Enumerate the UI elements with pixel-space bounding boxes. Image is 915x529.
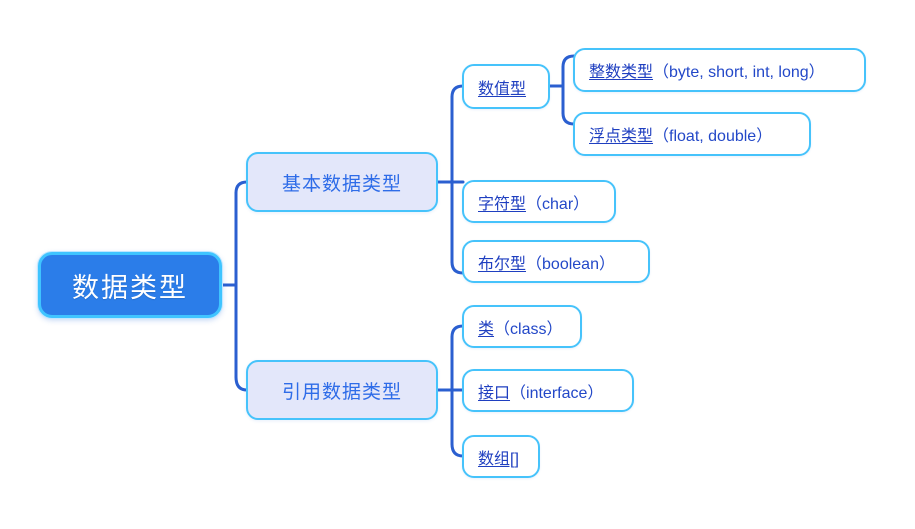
node-boolean-type[interactable]: 布尔型（boolean）	[462, 240, 650, 283]
node-interface-type[interactable]: 接口（interface）	[462, 369, 634, 412]
node-class-type[interactable]: 类（class）	[462, 305, 582, 348]
node-float-type[interactable]: 浮点类型（float, double）	[573, 112, 811, 156]
node-primitive-types[interactable]: 基本数据类型	[246, 152, 438, 212]
node-reference-types-label: 引用数据类型	[281, 381, 402, 403]
node-class-type-label: 类（class）	[478, 320, 563, 338]
node-numeric-type-label: 数值型	[478, 80, 527, 98]
node-integer-type-label: 整数类型（byte, short, int, long）	[589, 64, 825, 81]
node-array-type-label: 数组[]	[478, 450, 519, 468]
node-root[interactable]: 数据类型	[38, 252, 222, 318]
node-boolean-type-label: 布尔型（boolean）	[478, 255, 615, 273]
node-reference-types[interactable]: 引用数据类型	[246, 360, 438, 420]
node-numeric-type[interactable]: 数值型	[462, 64, 550, 109]
node-float-type-label: 浮点类型（float, double）	[589, 128, 773, 145]
node-char-type-label: 字符型（char）	[478, 195, 590, 213]
node-primitive-types-label: 基本数据类型	[281, 173, 402, 195]
node-array-type[interactable]: 数组[]	[462, 435, 540, 478]
node-root-label: 数据类型	[72, 272, 188, 303]
node-char-type[interactable]: 字符型（char）	[462, 180, 616, 223]
node-integer-type[interactable]: 整数类型（byte, short, int, long）	[573, 48, 866, 92]
node-interface-type-label: 接口（interface）	[478, 384, 604, 402]
